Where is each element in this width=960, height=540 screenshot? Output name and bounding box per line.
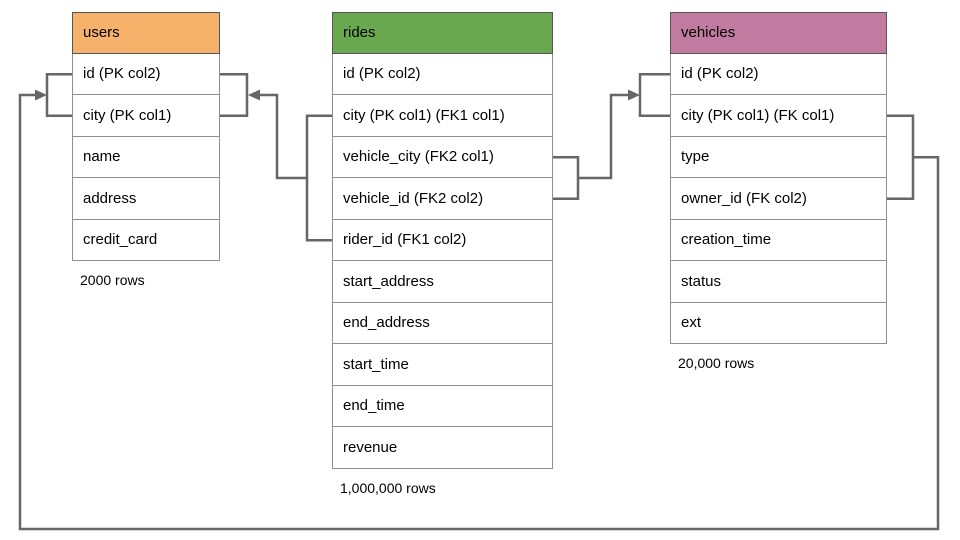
row-count-users: 2000 rows <box>80 272 145 288</box>
table-row-vehicles: city (PK col1) (FK col1) <box>670 95 887 137</box>
table-row-users: credit_card <box>72 219 220 261</box>
arrowhead-rides-to-users <box>248 89 260 101</box>
arrowhead-vehicles-to-users <box>35 89 47 101</box>
table-row-users: city (PK col1) <box>72 95 220 137</box>
table-row-vehicles: owner_id (FK col2) <box>670 178 887 220</box>
table-columns-rides: id (PK col2)city (PK col1) (FK1 col1)veh… <box>332 53 553 469</box>
table-row-rides: start_time <box>332 344 553 386</box>
row-count-vehicles: 20,000 rows <box>678 355 755 371</box>
table-header-rides: rides <box>332 12 553 54</box>
table-row-users: address <box>72 178 220 220</box>
table-row-rides: end_time <box>332 385 553 427</box>
row-count-rides: 1,000,000 rows <box>340 479 436 496</box>
table-row-vehicles: ext <box>670 302 887 344</box>
table-row-rides: id (PK col2) <box>332 53 553 95</box>
table-row-rides: city (PK col1) (FK1 col1) <box>332 95 553 137</box>
table-row-users: id (PK col2) <box>72 53 220 95</box>
table-row-rides: vehicle_id (FK2 col2) <box>332 178 553 220</box>
table-row-vehicles: type <box>670 136 887 178</box>
table-row-rides: vehicle_city (FK2 col1) <box>332 136 553 178</box>
table-row-vehicles: creation_time <box>670 219 887 261</box>
connector-rides-to-users <box>305 114 332 242</box>
table-header-users: users <box>72 12 220 54</box>
table-row-vehicles: status <box>670 261 887 303</box>
connector-rides-to-vehicles <box>638 73 670 117</box>
connector-vehicles-to-users <box>18 93 940 531</box>
connector-rides-to-users <box>220 73 249 117</box>
connector-vehicles-to-users <box>45 73 72 117</box>
table-rides: rides id (PK col2)city (PK col1) (FK1 co… <box>332 12 553 496</box>
connector-rides-to-vehicles <box>553 156 580 200</box>
table-row-rides: rider_id (FK1 col2) <box>332 219 553 261</box>
table-row-rides: start_address <box>332 261 553 303</box>
table-header-vehicles: vehicles <box>670 12 887 54</box>
table-row-vehicles: id (PK col2) <box>670 53 887 95</box>
arrowhead-rides-to-vehicles <box>628 89 640 101</box>
connector-rides-to-users <box>259 93 307 180</box>
connector-rides-to-vehicles <box>578 93 629 180</box>
table-row-rides: revenue <box>332 427 553 469</box>
connector-vehicles-to-users <box>887 114 915 200</box>
table-row-users: name <box>72 136 220 178</box>
table-columns-vehicles: id (PK col2)city (PK col1) (FK col1)type… <box>670 53 887 344</box>
table-row-rides: end_address <box>332 302 553 344</box>
table-vehicles: vehicles id (PK col2)city (PK col1) (FK … <box>670 12 887 371</box>
